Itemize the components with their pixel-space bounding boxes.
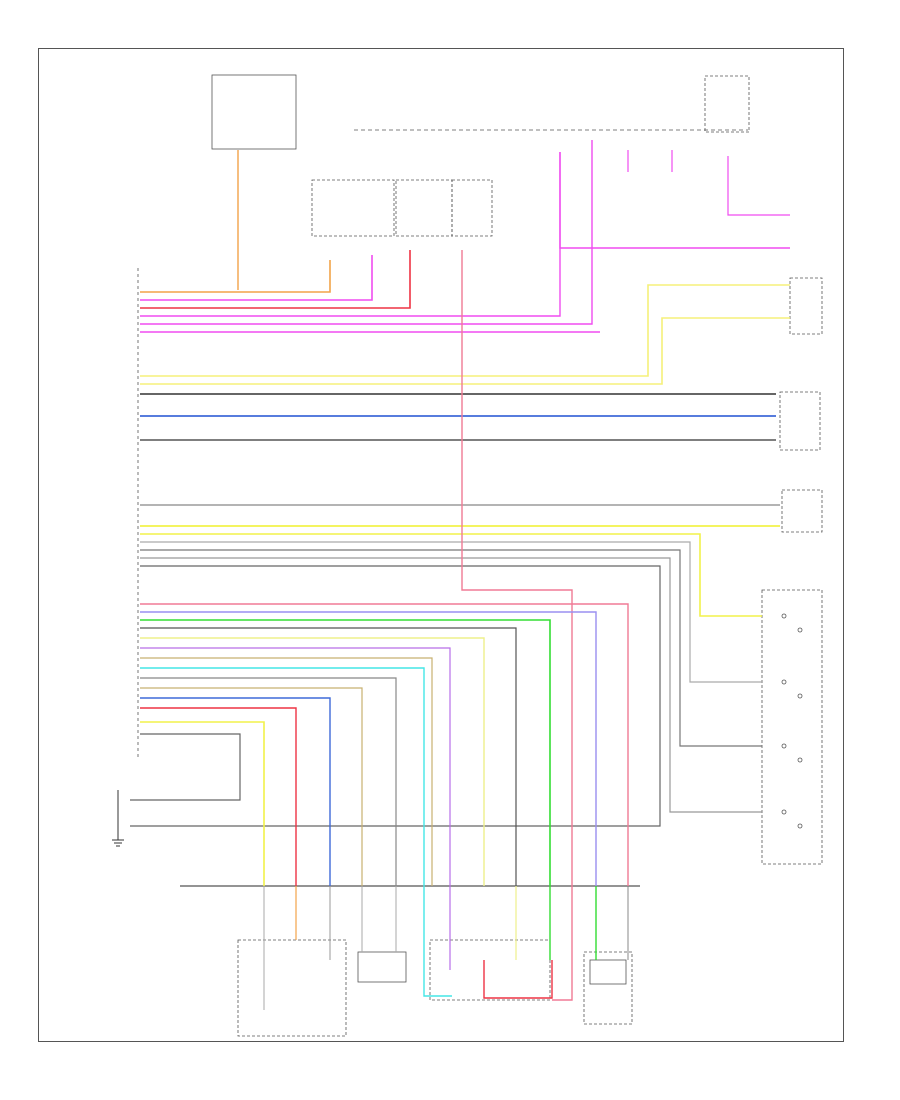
wire-magenta-3 [140,140,593,325]
wire-lower-9 [140,677,397,886]
wire-vss-high [140,284,790,377]
wire-trs-d [140,557,762,813]
wire-lower-10 [140,687,363,886]
wire-magenta-batt [140,255,373,301]
wire-trs-b [140,541,762,683]
pressure-control-solenoid [357,951,407,983]
brake-switch [704,75,750,133]
wire-brake-out [727,156,790,216]
fuse-block-left [311,179,395,237]
wire-lower-6 [140,647,451,886]
fluid-temperature-sensor [429,939,551,1001]
wire-lower-7 [140,657,433,886]
wire-lower-12 [140,707,297,886]
wire-lower-8 [140,667,425,886]
wire-tft-cyan [423,886,452,997]
input-speed-sensor [589,959,627,985]
wire-trs-e [130,565,661,827]
wire-brake-feed [559,152,790,249]
wire-lower-4 [140,627,517,886]
wire-trs-c [140,549,762,747]
output-speed-sensor [583,951,633,1025]
wire-lower-14 [130,733,241,801]
wire-red-loop [483,960,553,999]
ground-point [112,790,124,847]
wire-trs-a [140,533,762,617]
diagram-frame [38,48,844,1042]
wire-red-batt [140,250,411,309]
wire-lower-3 [140,619,551,886]
ignition-switch [211,74,297,150]
shift-solenoid-assembly [237,939,347,1037]
transmission-range-switch [761,589,823,865]
wire-pink-feed [461,250,573,1001]
wire-lower-5 [140,637,485,886]
wire-lower-1 [140,603,629,886]
throttle-position-sensor [781,489,823,533]
wire-orange-ign [140,260,331,293]
vehicle-speed-sensor [789,277,823,335]
fuse-block-center [395,179,453,237]
wire-vss-low [140,317,790,385]
data-link-connector [779,391,821,451]
fuse-block-right [451,179,493,237]
wire-lower-2 [140,611,597,886]
range-switch-contacts [781,613,803,829]
wire-lower-11 [140,697,331,886]
wire-lower-13 [140,721,265,886]
